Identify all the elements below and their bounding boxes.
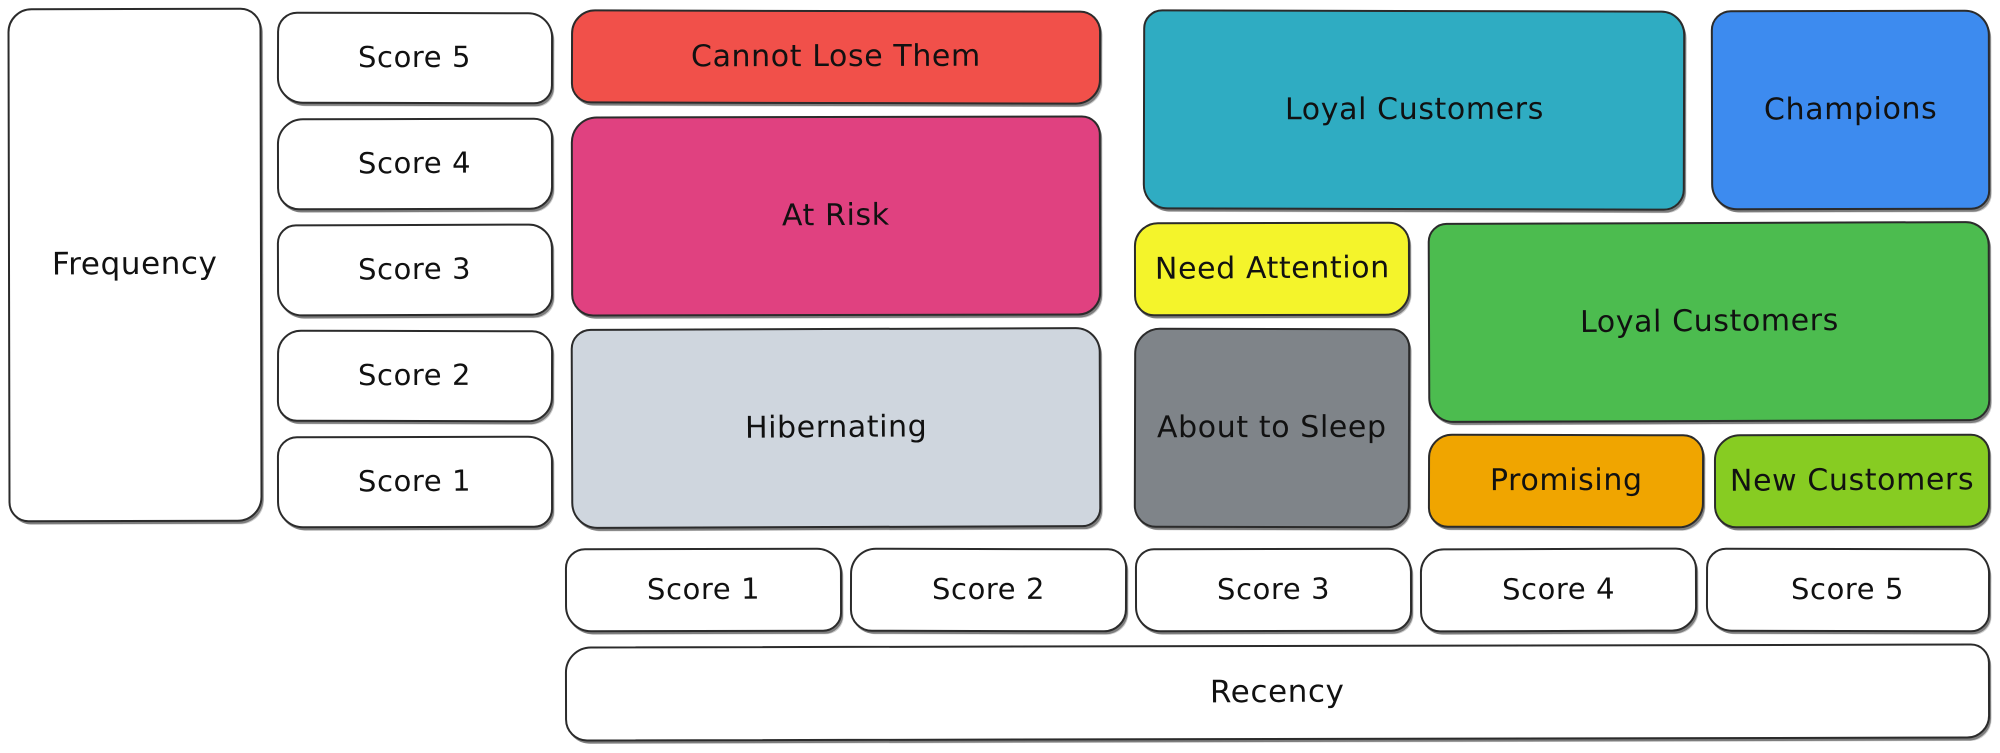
segment-cannot-lose-them[interactable]: Cannot Lose Them: [570, 9, 1102, 105]
segment-need-attention[interactable]: Need Attention: [1133, 221, 1411, 317]
segment-promising-label: Promising: [1489, 462, 1643, 498]
segment-champions[interactable]: Champions: [1710, 9, 1991, 211]
axis-label-recency-text: Recency: [1210, 673, 1345, 711]
recency-score-4-label: Score 4: [1501, 571, 1616, 607]
recency-score-4[interactable]: Score 4: [1419, 547, 1698, 633]
segment-hibernating[interactable]: Hibernating: [570, 327, 1102, 529]
segment-cannot-lose-them-label: Cannot Lose Them: [691, 38, 981, 75]
frequency-score-2[interactable]: Score 2: [276, 329, 554, 423]
frequency-score-3[interactable]: Score 3: [276, 223, 554, 317]
recency-score-5[interactable]: Score 5: [1705, 547, 1991, 633]
segment-at-risk-label: At Risk: [782, 197, 890, 234]
frequency-score-5[interactable]: Score 5: [276, 11, 554, 105]
segment-promising[interactable]: Promising: [1427, 433, 1705, 529]
recency-score-2[interactable]: Score 2: [849, 547, 1128, 633]
segment-need-attention-label: Need Attention: [1154, 249, 1390, 287]
segment-at-risk[interactable]: At Risk: [570, 115, 1102, 317]
frequency-score-3-label: Score 3: [358, 251, 472, 287]
segment-champions-label: Champions: [1763, 91, 1938, 128]
axis-label-frequency: Frequency: [7, 7, 263, 523]
frequency-score-4[interactable]: Score 4: [276, 117, 554, 211]
recency-score-5-label: Score 5: [1791, 572, 1905, 607]
segment-loyal-customers-green[interactable]: Loyal Customers: [1427, 221, 1991, 423]
axis-label-frequency-text: Frequency: [52, 245, 218, 283]
recency-score-1-label: Score 1: [646, 571, 761, 607]
recency-score-3-label: Score 3: [1216, 571, 1331, 607]
segment-about-to-sleep[interactable]: About to Sleep: [1133, 327, 1411, 529]
frequency-score-2-label: Score 2: [358, 358, 472, 393]
axis-label-recency: Recency: [564, 643, 1991, 742]
frequency-score-1[interactable]: Score 1: [276, 435, 554, 529]
segment-loyal-customers-teal[interactable]: Loyal Customers: [1142, 9, 1686, 211]
frequency-score-4-label: Score 4: [358, 145, 472, 181]
recency-score-2-label: Score 2: [931, 572, 1046, 607]
frequency-score-5-label: Score 5: [358, 40, 472, 75]
segment-new-customers-label: New Customers: [1729, 461, 1975, 499]
segment-new-customers[interactable]: New Customers: [1713, 433, 1991, 529]
frequency-score-1-label: Score 1: [358, 463, 472, 499]
segment-about-to-sleep-label: About to Sleep: [1157, 409, 1387, 445]
recency-score-1[interactable]: Score 1: [564, 547, 843, 633]
recency-score-3[interactable]: Score 3: [1134, 547, 1413, 633]
segment-loyal-customers-teal-label: Loyal Customers: [1284, 91, 1544, 127]
segment-hibernating-label: Hibernating: [744, 409, 928, 446]
segment-loyal-customers-green-label: Loyal Customers: [1579, 302, 1839, 340]
